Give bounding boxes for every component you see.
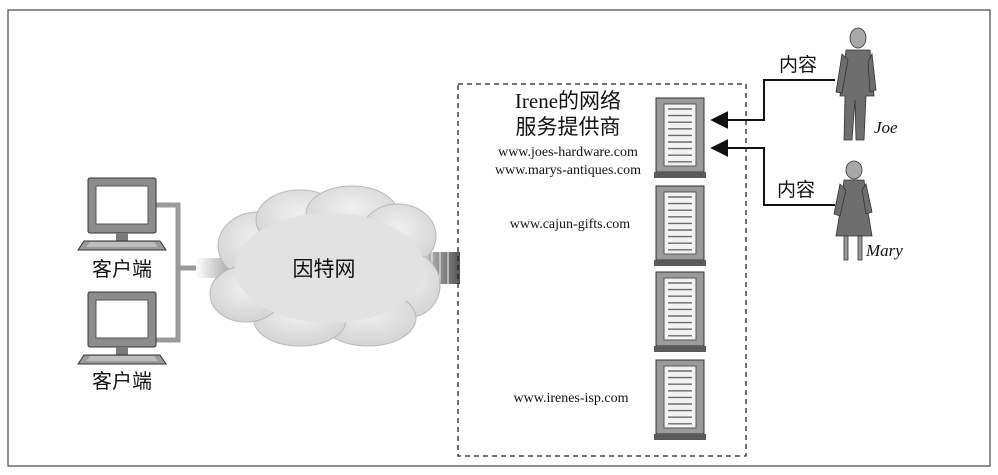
internet-label: 因特网 bbox=[293, 257, 356, 281]
mary-name: Mary bbox=[865, 241, 903, 260]
site-label: www.marys-antiques.com bbox=[495, 163, 641, 178]
joe-person-icon bbox=[835, 27, 877, 141]
isp-boundary bbox=[457, 83, 747, 457]
isp-title-line2: 服务提供商 bbox=[516, 115, 621, 139]
client-label: 客户端 bbox=[92, 370, 152, 393]
client-computer-icon bbox=[77, 291, 167, 365]
server-icon bbox=[654, 97, 706, 178]
arrow-label: 内容 bbox=[779, 54, 817, 76]
site-label: www.cajun-gifts.com bbox=[510, 217, 631, 232]
server-icon bbox=[654, 359, 706, 440]
internet-cloud-core bbox=[235, 213, 425, 323]
joe-content-arrow bbox=[710, 79, 835, 129]
client-network-lines bbox=[155, 202, 200, 343]
server-icon bbox=[654, 185, 706, 266]
client-computer-icon bbox=[77, 177, 167, 251]
client-label: 客户端 bbox=[92, 258, 152, 281]
server-group bbox=[654, 97, 706, 440]
isp-title-line1: Irene的网络 bbox=[515, 89, 621, 113]
site-label: www.joes-hardware.com bbox=[498, 145, 638, 160]
site-label: www.irenes-isp.com bbox=[514, 391, 629, 406]
arrow-label: 内容 bbox=[777, 179, 815, 201]
mary-person-icon bbox=[833, 160, 873, 261]
server-icon bbox=[654, 271, 706, 352]
mary-content-arrow bbox=[710, 139, 835, 206]
figure-frame bbox=[7, 9, 991, 467]
joe-name: Joe bbox=[874, 118, 898, 137]
